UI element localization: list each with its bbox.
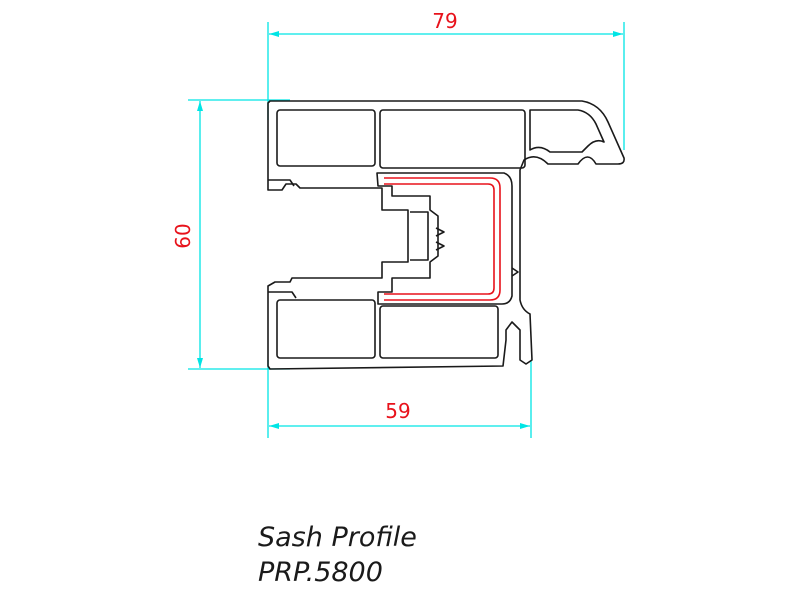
height-label: 60 (171, 223, 195, 248)
top-width-label: 79 (432, 9, 457, 33)
bead-teeth (435, 227, 445, 251)
dimension-height (188, 99, 290, 370)
central-cavity (376, 172, 513, 305)
reinforcement-inner (384, 183, 495, 295)
caption-title: Sash Profile (258, 522, 417, 553)
chamber-bottom-middle (379, 305, 499, 359)
steel-reinforcement (384, 177, 501, 301)
bottom-width-label: 59 (385, 399, 410, 423)
bead-groove (410, 211, 429, 261)
chamber-top-left (276, 109, 376, 167)
profile-outer-contour (267, 100, 625, 370)
chamber-top-middle (379, 109, 526, 169)
chamber-top-right (529, 109, 605, 153)
reinforcement-outer (384, 177, 501, 301)
chamber-bottom-left (276, 299, 376, 359)
left-fin-top (268, 179, 295, 187)
profile-cross-section (267, 100, 625, 370)
caption-code: PRP.5800 (258, 557, 383, 588)
dimension-top-width (267, 22, 625, 150)
left-fin-bottom (268, 291, 297, 299)
right-notch (511, 267, 519, 277)
dimension-bottom-width (267, 360, 532, 438)
